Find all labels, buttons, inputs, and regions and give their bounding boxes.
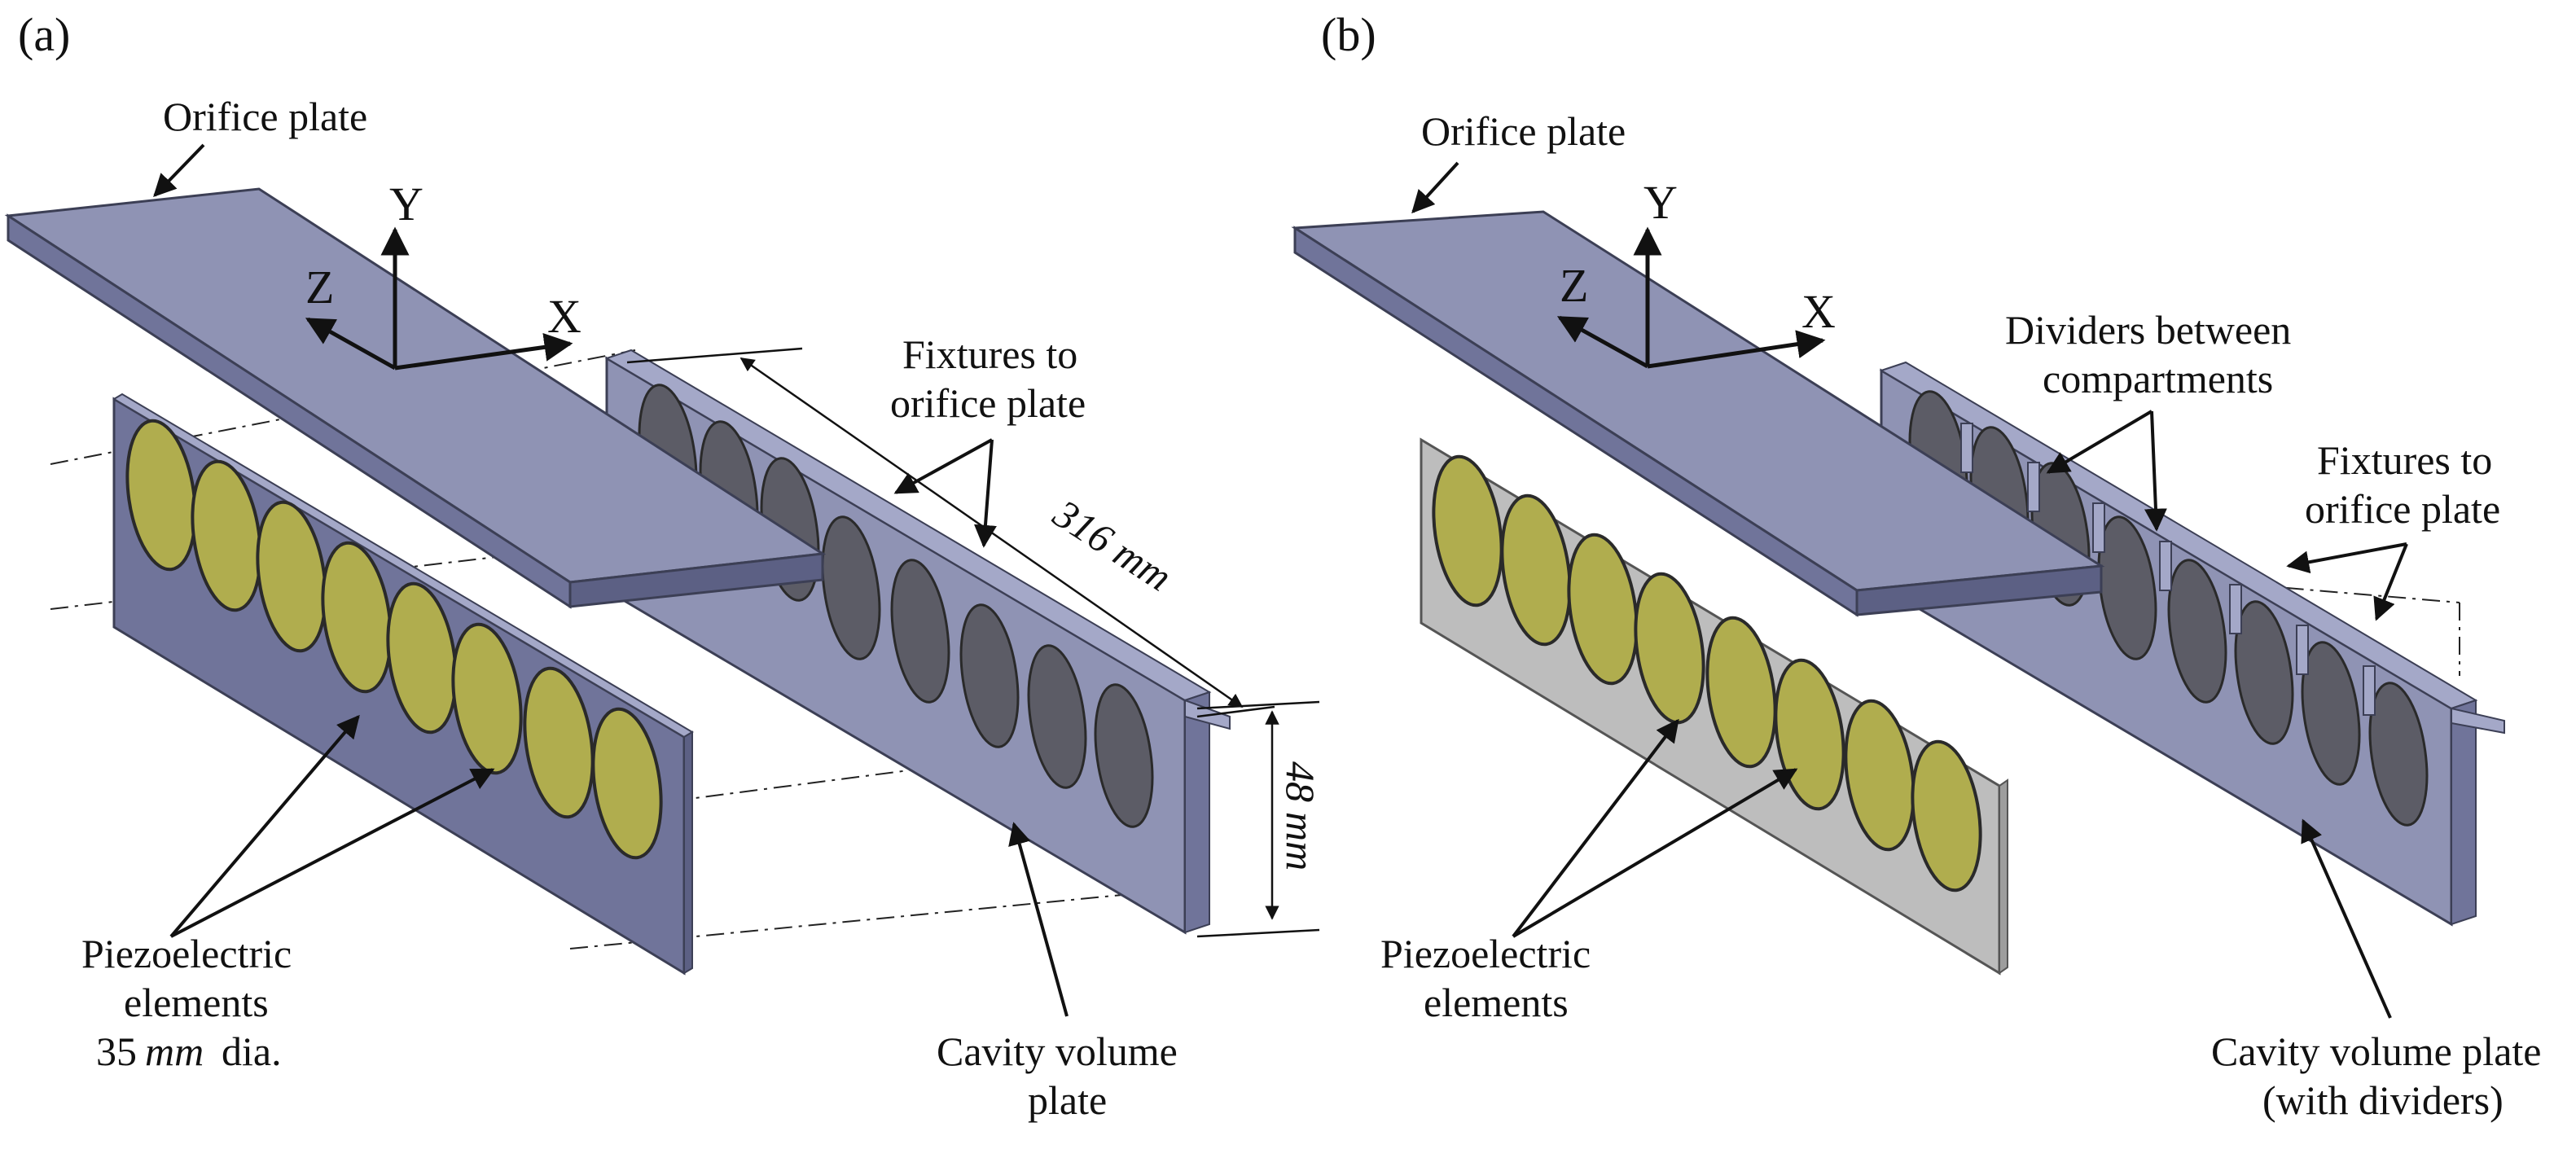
cavity-label-b-line2: (with dividers) (2262, 1077, 2504, 1123)
orifice-plate-arrow-b (1411, 161, 1459, 214)
dimension-48-value-a: 48 (1278, 761, 1323, 802)
piezo-label-b-line2: elements (1424, 980, 1569, 1025)
panel-b-label: (b) (1321, 8, 1376, 61)
dividers-arrow-b-2 (2144, 410, 2167, 532)
axes-a (305, 226, 573, 371)
fixtures-label-a-line2: orifice plate (890, 380, 1086, 426)
axis-z-label-a: Z (305, 261, 334, 314)
orifice-plate-arrow-a (153, 143, 205, 198)
piezo-label-a-line1: Piezoelectric (81, 931, 292, 976)
dividers-arrow-b-1 (2046, 410, 2153, 474)
cavity-label-a-line1: Cavity volume (937, 1028, 1178, 1074)
cavity-arrow-b (2301, 818, 2392, 1019)
orifice-plate-label-b: Orifice plate (1421, 108, 1626, 154)
dimension-316-value-a: 316 (1045, 490, 1121, 562)
fixtures-arrow-b-1 (2286, 542, 2407, 574)
piezo-dia-label-a: 35 mm dia. (96, 1028, 282, 1074)
cavity-label-b-line1: Cavity volume plate (2211, 1028, 2541, 1074)
piezo-label-b-line1: Piezoelectric (1380, 931, 1591, 976)
axis-y-label-b: Y (1643, 176, 1678, 229)
piezo-label-a-line2: elements (124, 980, 269, 1025)
fixtures-label-b-line1: Fixtures to (2317, 437, 2492, 483)
dividers-label-b-line2: compartments (2043, 356, 2273, 401)
dimension-48-text-a: 48 mm (1278, 761, 1323, 871)
dimension-48-a (1196, 700, 1320, 938)
axis-z-label-b: Z (1560, 259, 1588, 312)
orifice-plate-b (1291, 210, 2105, 617)
piezo-arrow-a-1 (169, 714, 360, 938)
fixtures-label-a-line1: Fixtures to (902, 331, 1077, 377)
cavity-arrow-a (1008, 822, 1069, 1017)
axis-y-label-a: Y (389, 178, 423, 230)
axis-x-label-a: X (547, 290, 581, 343)
panel-b: (b) (1291, 8, 2541, 1123)
piezo-dia-suffix-a: dia. (222, 1028, 282, 1074)
fixtures-label-b-line2: orifice plate (2305, 486, 2500, 532)
piezo-elements-a (125, 419, 663, 860)
piezo-arrow-b-1 (1512, 718, 1679, 938)
piezo-dia-unit-a: mm (145, 1028, 204, 1074)
panel-a-label: (a) (18, 8, 70, 61)
dividers-label-b-line1: Dividers between (2005, 307, 2291, 353)
piezo-dia-value-a: 35 (96, 1028, 137, 1074)
piezo-elements-b (1432, 454, 1982, 892)
dividers-b (1960, 423, 2376, 716)
dimension-48-unit-a: mm (1278, 812, 1323, 871)
fixtures-arrow-a-1 (893, 438, 993, 494)
dimension-316-a (626, 347, 1275, 718)
fixtures-arrow-b-2 (2373, 543, 2408, 621)
piezo-arrow-b-2 (1512, 768, 1798, 938)
axis-x-label-b: X (1801, 285, 1836, 338)
orifice-plate-label-a: Orifice plate (163, 94, 367, 139)
axes-b (1556, 226, 1826, 369)
dimension-316-unit-a: mm (1106, 529, 1180, 599)
piezo-arrow-a-2 (170, 768, 495, 938)
panel-a: (a) (4, 8, 1323, 1123)
cavity-label-a-line2: plate (1028, 1077, 1107, 1123)
